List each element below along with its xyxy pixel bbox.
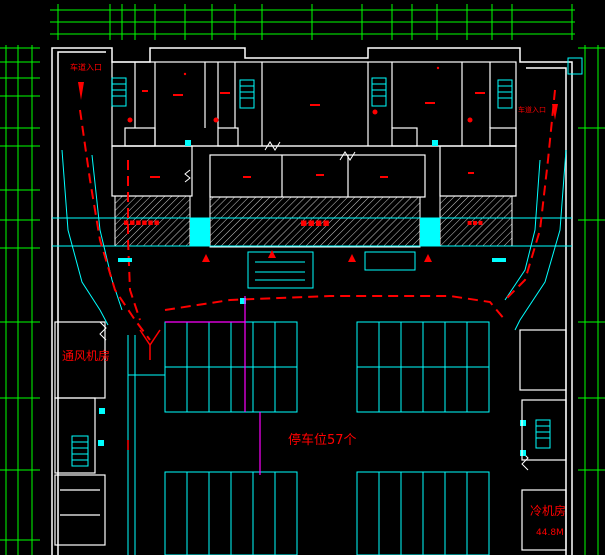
- upper-rooms: [111, 61, 517, 198]
- hatched-slab: ▪▪▪▪▪▪ ▪▪▪▪ ▪▪▪: [114, 195, 513, 248]
- entrance-note-label: 车道入口: [518, 105, 546, 114]
- chiller-room-label: 冷机房: [530, 503, 566, 518]
- parking-count-label: 停车位57个: [288, 432, 357, 448]
- route-arrows: [78, 82, 558, 120]
- magenta-ducts: [165, 296, 261, 475]
- top-dimension-ruler: [50, 4, 575, 40]
- right-dimension-ruler: [578, 45, 605, 555]
- entrance-label: 车道入口: [70, 62, 102, 72]
- misc-red-marks: [127, 329, 161, 450]
- vent-room-label: 通风机房: [62, 348, 110, 363]
- svg-text:▪▪▪▪▪▪: ▪▪▪▪▪▪: [123, 218, 160, 228]
- red-triangles: [202, 250, 432, 262]
- left-service-rooms: [54, 321, 106, 546]
- parking-stalls: [127, 321, 490, 555]
- svg-text:▪▪▪: ▪▪▪: [467, 218, 483, 227]
- driving-route: [79, 89, 556, 341]
- chiller-area-label: 44.8M: [536, 528, 564, 538]
- outer-walls: [51, 47, 573, 555]
- cyan-boundaries: [52, 149, 572, 331]
- right-service-rooms: [519, 329, 567, 551]
- cyan-markers: [98, 140, 526, 456]
- left-dimension-ruler: [0, 45, 40, 555]
- equipment-symbols: [99, 141, 529, 471]
- svg-text:▪▪▪▪: ▪▪▪▪: [300, 216, 330, 229]
- stair-symbols: [71, 57, 583, 467]
- room-tag-marks: [127, 66, 485, 178]
